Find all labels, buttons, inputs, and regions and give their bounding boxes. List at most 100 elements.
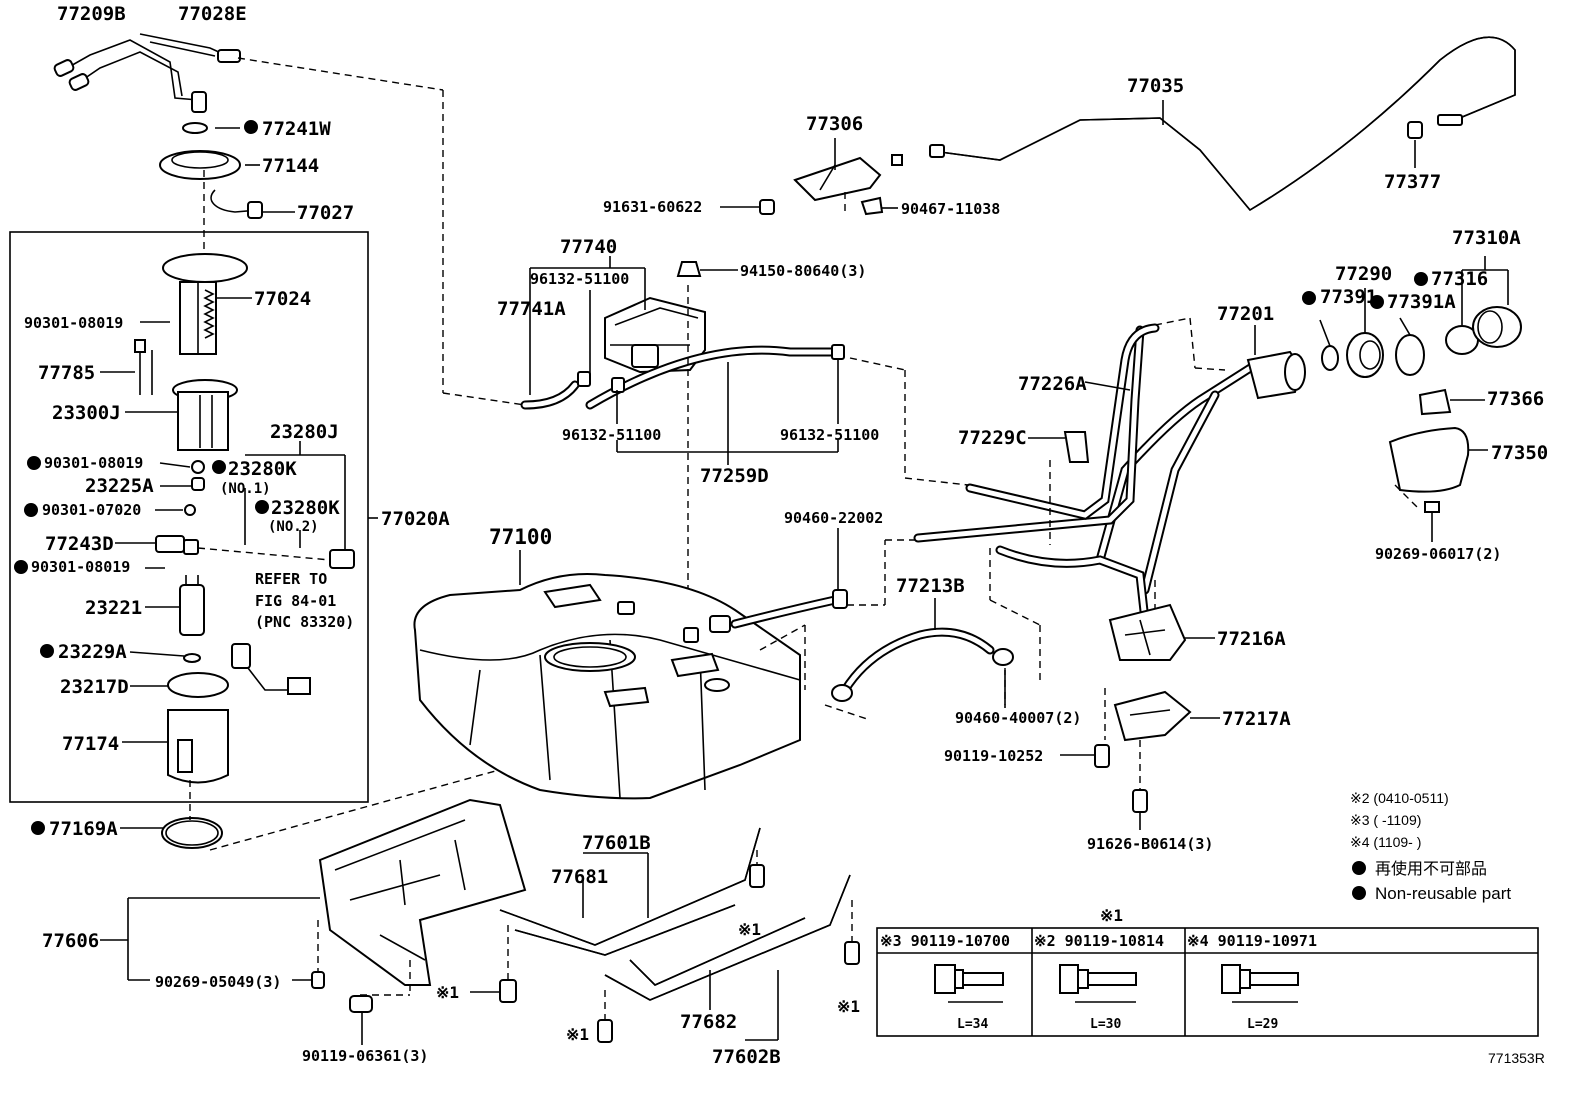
label: 77174 (62, 733, 119, 755)
label: 90301-08019 (31, 558, 130, 576)
strap-77601B (499, 827, 761, 956)
label: 77213B (896, 575, 965, 597)
label: 23280J (270, 421, 339, 443)
label: 90467-11038 (901, 200, 1000, 218)
label: ※1 (566, 1025, 589, 1044)
part-labels: 77209B 77028E 77241W 77144 77027 77024 9… (24, 3, 1548, 1068)
label: ※1 (837, 997, 860, 1016)
label: 90119-10252 (944, 747, 1043, 765)
bolt-icon (934, 964, 1004, 1003)
filter-23300J (172, 379, 238, 451)
leaders-canister (529, 256, 839, 465)
label: 90460-22002 (784, 509, 883, 527)
label: 77020A (381, 508, 450, 530)
bolt-code: ※4 90119-10971 (1187, 932, 1317, 950)
label: 23229A (58, 641, 127, 663)
label: 23300J (52, 402, 121, 424)
label: 77366 (1487, 388, 1544, 410)
protector-77606 (318, 798, 527, 986)
label: 77169A (49, 818, 118, 840)
non-reusable-markers (14, 120, 1428, 900)
label: FIG 84-01 (255, 592, 336, 610)
label: 96132-51100 (562, 426, 661, 444)
bolt-table-text: ※3 90119-10700 ※2 90119-10814 ※4 90119-1… (880, 932, 1317, 1032)
door-77350 (1388, 426, 1470, 493)
legend-jp: 再使用不可部品 (1375, 860, 1487, 878)
label: 77316 (1431, 268, 1488, 290)
label: 77024 (254, 288, 311, 310)
label: ※1 (738, 920, 761, 939)
tube-77027 (210, 189, 259, 213)
bracket-77306 (793, 156, 882, 202)
label: 90301-08019 (24, 314, 123, 332)
label: 77035 (1127, 75, 1184, 97)
label: 77290 (1335, 263, 1392, 285)
cup-77174 (167, 709, 229, 784)
label: 77310A (1452, 227, 1521, 249)
label: 23217D (60, 676, 129, 698)
retainer-ring-77144 (159, 150, 241, 180)
legend-en: Non-reusable part (1375, 884, 1511, 903)
bolt-code: ※2 90119-10814 (1034, 932, 1164, 950)
label: 94150-80640(3) (740, 262, 866, 280)
diagram-id: 771353R (1488, 1050, 1545, 1066)
filler-pipe-77201 (913, 323, 1306, 625)
label: 77350 (1491, 442, 1548, 464)
fuel-tank-77100 (413, 573, 801, 800)
label: 91631-60622 (603, 198, 702, 216)
label: 90301-08019 (44, 454, 143, 472)
label: 77785 (38, 362, 95, 384)
canister-77740 (604, 296, 706, 374)
wire-harness (53, 33, 241, 113)
strap-77602B (604, 874, 851, 1001)
label: 90301-07020 (42, 501, 141, 519)
label: 77259D (700, 465, 769, 487)
bolt-icon (1221, 964, 1299, 1003)
lock-77366 (1418, 388, 1452, 416)
label: 77391A (1387, 291, 1456, 313)
regulator-77243D (155, 535, 199, 555)
label: 91626-B0614(3) (1087, 835, 1213, 853)
assembly-box-77020A (9, 231, 369, 803)
legend-note: ※4 (1109- ) (1350, 834, 1421, 850)
oring-77391 (1321, 345, 1339, 371)
clamp-77229C (1063, 431, 1090, 463)
bolt-length: L=30 (1090, 1017, 1121, 1032)
label: ※1 (436, 983, 459, 1002)
bolt-table (876, 927, 1539, 1037)
label: 77601B (582, 832, 651, 854)
label: 23225A (85, 475, 154, 497)
label: 77606 (42, 930, 99, 952)
label: 90119-06361(3) (302, 1047, 428, 1065)
label: 96132-51100 (780, 426, 879, 444)
bracket-77217A (1113, 690, 1192, 742)
label: 77216A (1217, 628, 1286, 650)
label: 77217A (1222, 708, 1291, 730)
bolt-icon (1059, 964, 1137, 1003)
cable-77035 (891, 36, 1516, 212)
label: ※1 (1100, 906, 1123, 925)
label: 77740 (560, 236, 617, 258)
cap-77290 (1346, 332, 1384, 378)
legend: ※2 (0410-0511) ※3 ( -1109) ※4 (1109- ) 再… (1350, 790, 1511, 903)
label: 77226A (1018, 373, 1087, 395)
label: 23280K (271, 497, 340, 519)
clip-94150 (676, 261, 702, 277)
label: 23280K (228, 458, 297, 480)
cap-23217D (167, 672, 229, 698)
label: 77027 (297, 202, 354, 224)
label: 77391 (1320, 286, 1377, 308)
gasket-77169A (161, 817, 223, 849)
wire-77785 (139, 345, 153, 395)
bolt-code: ※3 90119-10700 (880, 932, 1010, 950)
bolt-length: L=29 (1247, 1017, 1278, 1032)
bracket-77216A (1108, 603, 1187, 661)
label: 77243D (45, 533, 114, 555)
label: 90460-40007(2) (955, 709, 1081, 727)
label: 77028E (178, 3, 247, 25)
label: 96132-51100 (530, 270, 629, 288)
refer-sender (231, 643, 311, 695)
label: 77602B (712, 1046, 781, 1068)
legend-note: ※2 (0410-0511) (1350, 790, 1449, 806)
